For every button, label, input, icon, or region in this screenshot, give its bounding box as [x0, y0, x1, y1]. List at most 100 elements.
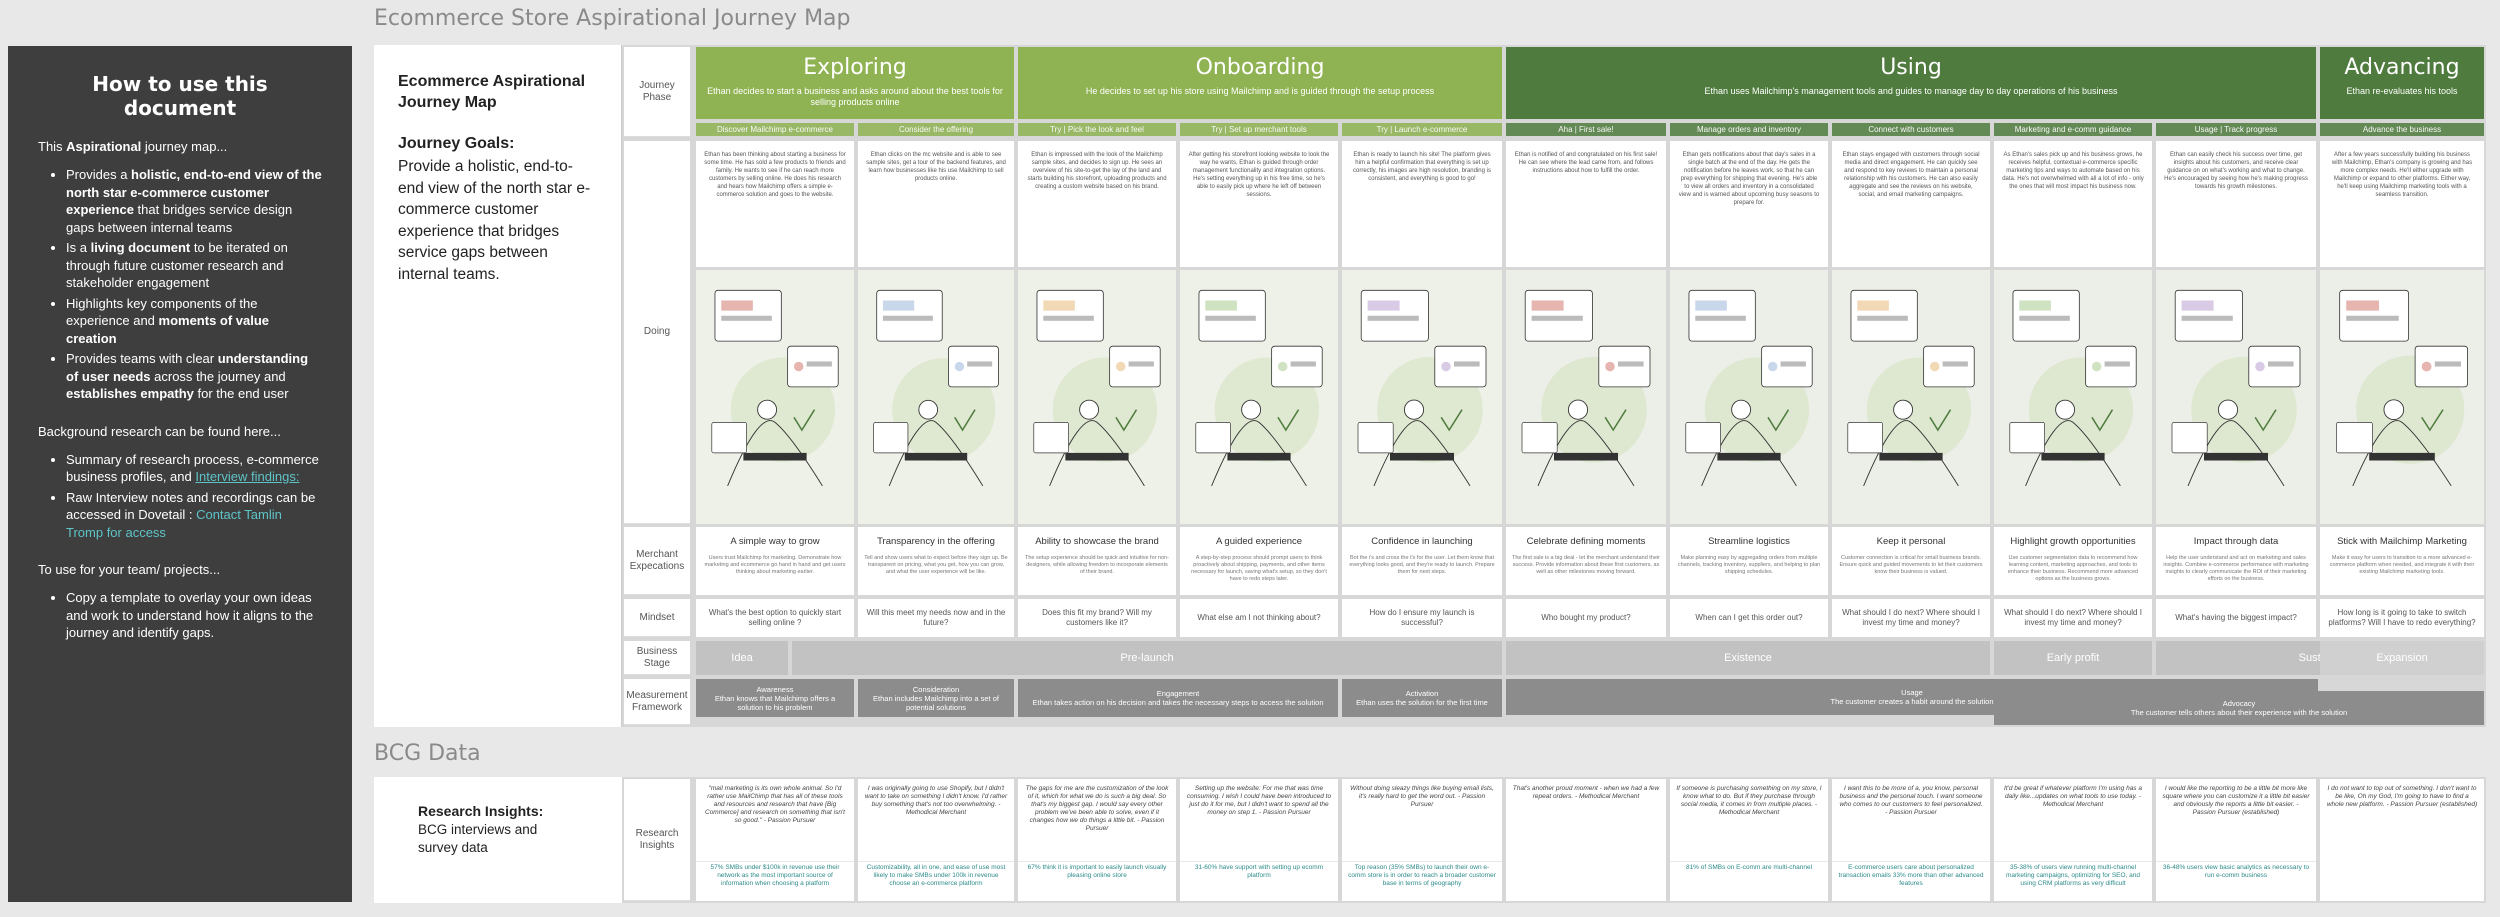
scene-illustration	[1357, 289, 1487, 487]
narrative-text: Ethan is notified of and congratulated o…	[1506, 141, 1666, 267]
narrative-text: Ethan stays engaged with customers throu…	[1832, 141, 1990, 267]
instructions-sidebar: How to use this document This Aspiration…	[8, 46, 352, 902]
expectation-title: Transparency in the offering	[877, 536, 995, 547]
insight-statistic: 35-38% of users view running multi-chann…	[1994, 861, 2152, 888]
mindset-text: What should I do next? Where should I in…	[1832, 599, 1990, 637]
doing-illustration	[1180, 270, 1338, 524]
expectation-title: Highlight growth opportunities	[2010, 536, 2136, 547]
contact-link[interactable]: Contact Tamlin Tromp for access	[66, 507, 282, 540]
research-insight: If someone is purchasing something on my…	[1670, 779, 1828, 901]
scene-illustration	[1033, 289, 1161, 487]
research-heading: Background research can be found here...	[38, 423, 281, 439]
doing-illustration	[1506, 270, 1666, 524]
expectation-text: Help the user understand and act on mark…	[2163, 555, 2309, 582]
research-list: Summary of research process, e-commerce …	[66, 451, 322, 542]
research-insight: Setting up the website: For me that was …	[1180, 779, 1338, 901]
use-list: Copy a template to overlay your own idea…	[66, 589, 322, 642]
doing-illustration	[2156, 270, 2316, 524]
bcg-info-panel: Research Insights: BCG interviews and su…	[374, 777, 622, 903]
insight-statistic: 31-60% have support with setting up ecom…	[1180, 861, 1338, 880]
expectation-text: A step-by-step process should prompt use…	[1191, 555, 1327, 582]
journey-goals-text: Provide a holistic, end-to-end view of t…	[398, 158, 591, 283]
expectation-title: Streamline logistics	[1708, 536, 1790, 547]
stage-expansion: Expansion	[2320, 641, 2484, 675]
research-insight: I want this to be more of a, you know, p…	[1832, 779, 1990, 901]
expectation-title: Impact through data	[2193, 536, 2279, 547]
row-label-research: Research Insights	[624, 779, 690, 901]
stage-existence: Existence	[1506, 641, 1990, 675]
phase-using: Using Ethan uses Mailchimp's management …	[1506, 47, 2316, 119]
scene-illustration	[1685, 289, 1813, 487]
insight-statistic: Top reason (35% SMBs) to launch their ow…	[1342, 861, 1502, 888]
list-item: Raw Interview notes and recordings can b…	[66, 489, 322, 542]
row-label-measurement: Measurement Framework	[624, 679, 690, 725]
expectation-text: The first sale is a big deal - let the m…	[1512, 555, 1660, 575]
scene-illustration	[2336, 289, 2469, 487]
expectation-text: Users trust Mailchimp for marketing. Dem…	[704, 555, 846, 575]
phase-advancing: Advancing Ethan re-evaluates his tools	[2320, 47, 2484, 119]
scene-illustration	[1521, 289, 1651, 487]
mindset-text: How long is it going to take to switch p…	[2320, 599, 2484, 637]
insight-quote: "mail marketing is its own whole animal.…	[705, 785, 845, 824]
expectation-text: Make planning easy by aggregating orders…	[1677, 555, 1821, 575]
stage-early-profit: Early profit	[1994, 641, 2152, 675]
research-insight: I would like the reporting to be a littl…	[2156, 779, 2316, 901]
insight-statistic: Customizability, all in one, and ease of…	[858, 861, 1014, 888]
substage-label: Connect with customers	[1832, 123, 1990, 136]
interview-findings-link[interactable]: Interview findings:	[195, 469, 300, 484]
phase-onboarding: Onboarding He decides to set up his stor…	[1018, 47, 1502, 119]
sidebar-intro: This Aspirational journey map...	[38, 139, 228, 154]
mindset-text: What's having the biggest impact?	[2156, 599, 2316, 637]
stage-idea: Idea	[696, 641, 788, 675]
research-insight: The gaps for me are the customization of…	[1018, 779, 1176, 901]
expectation-text: Bot the i's and cross the t's for the us…	[1349, 555, 1495, 575]
scene-illustration	[711, 289, 839, 487]
narrative-text: Ethan has been thinking about starting a…	[696, 141, 854, 267]
doing-illustration	[1670, 270, 1828, 524]
expectation-text: Make it easy for users to transition to …	[2329, 555, 2475, 575]
substage-label: Consider the offering	[858, 123, 1014, 136]
narrative-text: As Ethan's sales pick up and his busines…	[1994, 141, 2152, 267]
row-label-mindset: Mindset	[624, 599, 690, 637]
expectation-text: Tell and show users what to expect befor…	[864, 555, 1008, 575]
insight-quote: It'd be great if whatever platform I'm u…	[2004, 785, 2142, 808]
narrative-text: Ethan can easily check his success over …	[2156, 141, 2316, 267]
journey-map-title: Ecommerce Aspirational Journey Map	[398, 73, 586, 111]
sidebar-heading: How to use this document	[92, 72, 268, 120]
insight-statistic: 57% SMBs under $100k in revenue use thei…	[696, 861, 854, 888]
bcg-data-board: Research Insights: BCG interviews and su…	[374, 777, 2486, 903]
mindset-text: What's the best option to quickly start …	[696, 599, 854, 637]
narrative-text: After getting his storefront looking web…	[1180, 141, 1338, 267]
row-label-expectations: Merchant Expecations	[624, 527, 690, 595]
substage-label: Try | Set up merchant tools	[1180, 123, 1338, 136]
expectation-text: Use customer segmentation data to recomm…	[2007, 555, 2139, 582]
insight-quote: I was originally going to use Shopify, b…	[864, 785, 1008, 816]
narrative-text: Ethan clicks on the mc website and is ab…	[858, 141, 1014, 267]
journey-map-board: Ecommerce Aspirational Journey Map Journ…	[374, 45, 2486, 727]
insight-quote: Without doing sleazy things like buying …	[1350, 785, 1494, 808]
mindset-text: What should I do next? Where should I in…	[1994, 599, 2152, 637]
substage-label: Try | Launch e-commerce	[1342, 123, 1502, 136]
expectation-title: A guided experience	[1215, 536, 1303, 547]
insight-quote: I do not want to top out of something. I…	[2326, 785, 2478, 808]
scene-illustration	[2171, 289, 2301, 487]
scene-illustration	[1195, 289, 1323, 487]
expectation-text: Customer connection is critical for smal…	[1839, 555, 1983, 575]
sidebar-purpose-list: Provides a holistic, end-to-end view of …	[66, 166, 322, 403]
insight-statistic: E-commerce users care about personalized…	[1832, 861, 1990, 888]
scene-illustration	[1847, 289, 1975, 487]
expectation-title: Confidence in launching	[1371, 536, 1473, 547]
scene-illustration	[2009, 289, 2137, 487]
insight-statistic: 81% of SMBs on E-comm are multi-channel	[1670, 861, 1828, 872]
row-label-phase: Journey Phase	[624, 47, 690, 137]
